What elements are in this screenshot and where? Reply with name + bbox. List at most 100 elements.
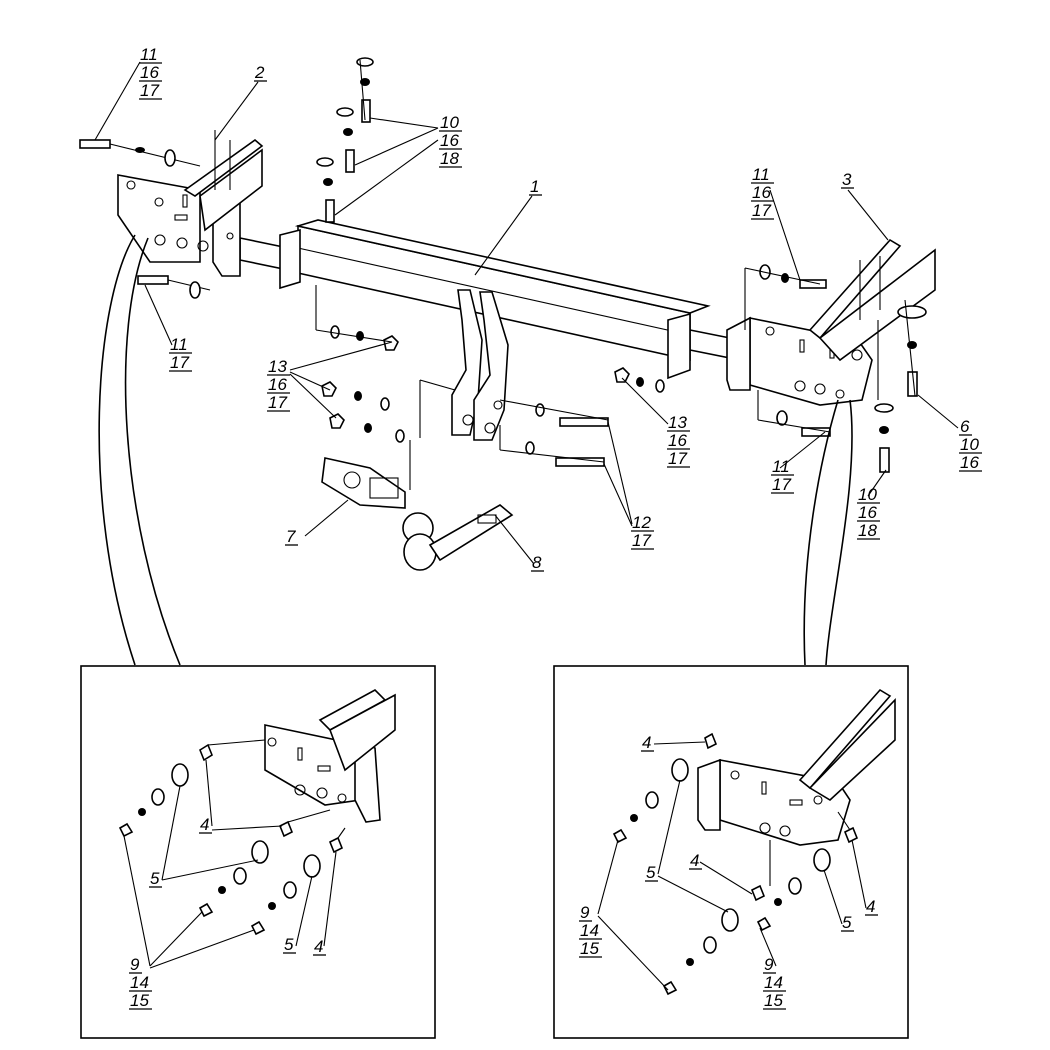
leader-line bbox=[214, 81, 259, 141]
callout-number: 14 bbox=[580, 921, 599, 940]
callout-c-8: 8 bbox=[494, 514, 544, 572]
callout-number: 16 bbox=[140, 63, 159, 82]
callout-number: 5 bbox=[646, 863, 656, 882]
socket-plate bbox=[321, 457, 406, 509]
callout-c-2: 2 bbox=[214, 63, 267, 141]
leader-line bbox=[851, 839, 867, 909]
callout-c-inset-r-4b: 4 bbox=[689, 851, 753, 895]
leader-line bbox=[289, 341, 393, 371]
leader-line bbox=[847, 189, 889, 241]
callout-number: 4 bbox=[690, 851, 699, 870]
left-bracket bbox=[117, 130, 264, 277]
callout-number: 8 bbox=[532, 553, 542, 572]
assembly-lines bbox=[239, 59, 916, 490]
callout-number: 10 bbox=[858, 485, 877, 504]
leader-line bbox=[149, 929, 255, 969]
leader-line bbox=[759, 927, 777, 967]
callout-number: 12 bbox=[632, 513, 651, 532]
callout-number: 5 bbox=[842, 913, 852, 932]
callout-number: 17 bbox=[772, 475, 791, 494]
ball-hitch bbox=[402, 504, 514, 571]
callout-c-3: 3 bbox=[841, 170, 889, 241]
leader-line bbox=[474, 195, 533, 276]
leader-line bbox=[149, 911, 203, 967]
callout-number: 15 bbox=[130, 991, 149, 1010]
callout-number: 16 bbox=[858, 503, 877, 522]
callout-c-inset-l-4b: 4 bbox=[313, 851, 337, 956]
callout-number: 18 bbox=[440, 149, 459, 168]
callout-number: 18 bbox=[858, 521, 877, 540]
leader-line bbox=[653, 741, 706, 745]
callout-c-inset-r-4a: 4 bbox=[641, 733, 706, 752]
leader-line bbox=[123, 835, 151, 967]
leader-line bbox=[867, 469, 887, 497]
callout-number: 4 bbox=[642, 733, 651, 752]
callout-number: 10 bbox=[960, 435, 979, 454]
callout-number: 3 bbox=[842, 170, 852, 189]
callout-number: 11 bbox=[772, 457, 790, 476]
callout-number: 5 bbox=[284, 935, 294, 954]
leader-line bbox=[161, 859, 259, 881]
leader-line bbox=[699, 861, 753, 895]
center-drop-plates bbox=[451, 289, 509, 441]
leader-line bbox=[597, 915, 669, 991]
callout-number: 13 bbox=[668, 413, 687, 432]
callout-number: 4 bbox=[314, 937, 323, 956]
callout-number: 6 bbox=[960, 417, 970, 436]
leader-line bbox=[94, 61, 141, 141]
callout-number: 11 bbox=[170, 335, 188, 354]
callout-number: 15 bbox=[764, 991, 783, 1010]
callout-c-7: 7 bbox=[285, 499, 349, 546]
callout-number: 16 bbox=[440, 131, 459, 150]
callout-c-inset-l-5a: 5 bbox=[149, 785, 259, 888]
leader-line bbox=[603, 463, 633, 527]
leader-line bbox=[779, 431, 826, 469]
inset-left bbox=[80, 665, 436, 1039]
callout-number: 17 bbox=[170, 353, 189, 372]
leader-line bbox=[917, 394, 959, 429]
fasteners bbox=[79, 57, 927, 473]
leader-line bbox=[607, 421, 633, 525]
leader-line bbox=[295, 875, 313, 947]
cross-beam bbox=[239, 219, 731, 380]
callout-number: 9 bbox=[130, 955, 140, 974]
leader-line bbox=[657, 779, 681, 875]
callout-number: 16 bbox=[668, 431, 687, 450]
leader-line bbox=[205, 759, 213, 827]
leader-line bbox=[494, 514, 535, 565]
inset-right bbox=[553, 665, 909, 1039]
callout-number: 7 bbox=[286, 527, 296, 546]
leader-line bbox=[334, 139, 439, 216]
callout-number: 16 bbox=[268, 375, 287, 394]
callout-number: 9 bbox=[580, 903, 590, 922]
leader-line bbox=[769, 189, 801, 281]
leader-line bbox=[597, 839, 619, 915]
callout-c-inset-r-4c: 4 bbox=[851, 839, 878, 916]
callout-c-inset-l-4a: 4 bbox=[199, 759, 283, 834]
callout-number: 15 bbox=[580, 939, 599, 958]
leader-line bbox=[323, 851, 337, 947]
leader-line bbox=[144, 284, 173, 346]
leader-line bbox=[354, 127, 439, 166]
right-bracket bbox=[726, 238, 936, 406]
leader-line bbox=[657, 875, 729, 913]
callout-number: 13 bbox=[268, 357, 287, 376]
callout-number: 17 bbox=[140, 81, 159, 100]
callout-number: 17 bbox=[668, 449, 687, 468]
callout-c-inset-r-5a: 5 bbox=[645, 779, 729, 913]
callout-number: 10 bbox=[440, 113, 459, 132]
callout-number: 17 bbox=[268, 393, 287, 412]
callout-number: 5 bbox=[150, 869, 160, 888]
leader-line bbox=[161, 785, 181, 881]
leader-line bbox=[289, 371, 331, 391]
